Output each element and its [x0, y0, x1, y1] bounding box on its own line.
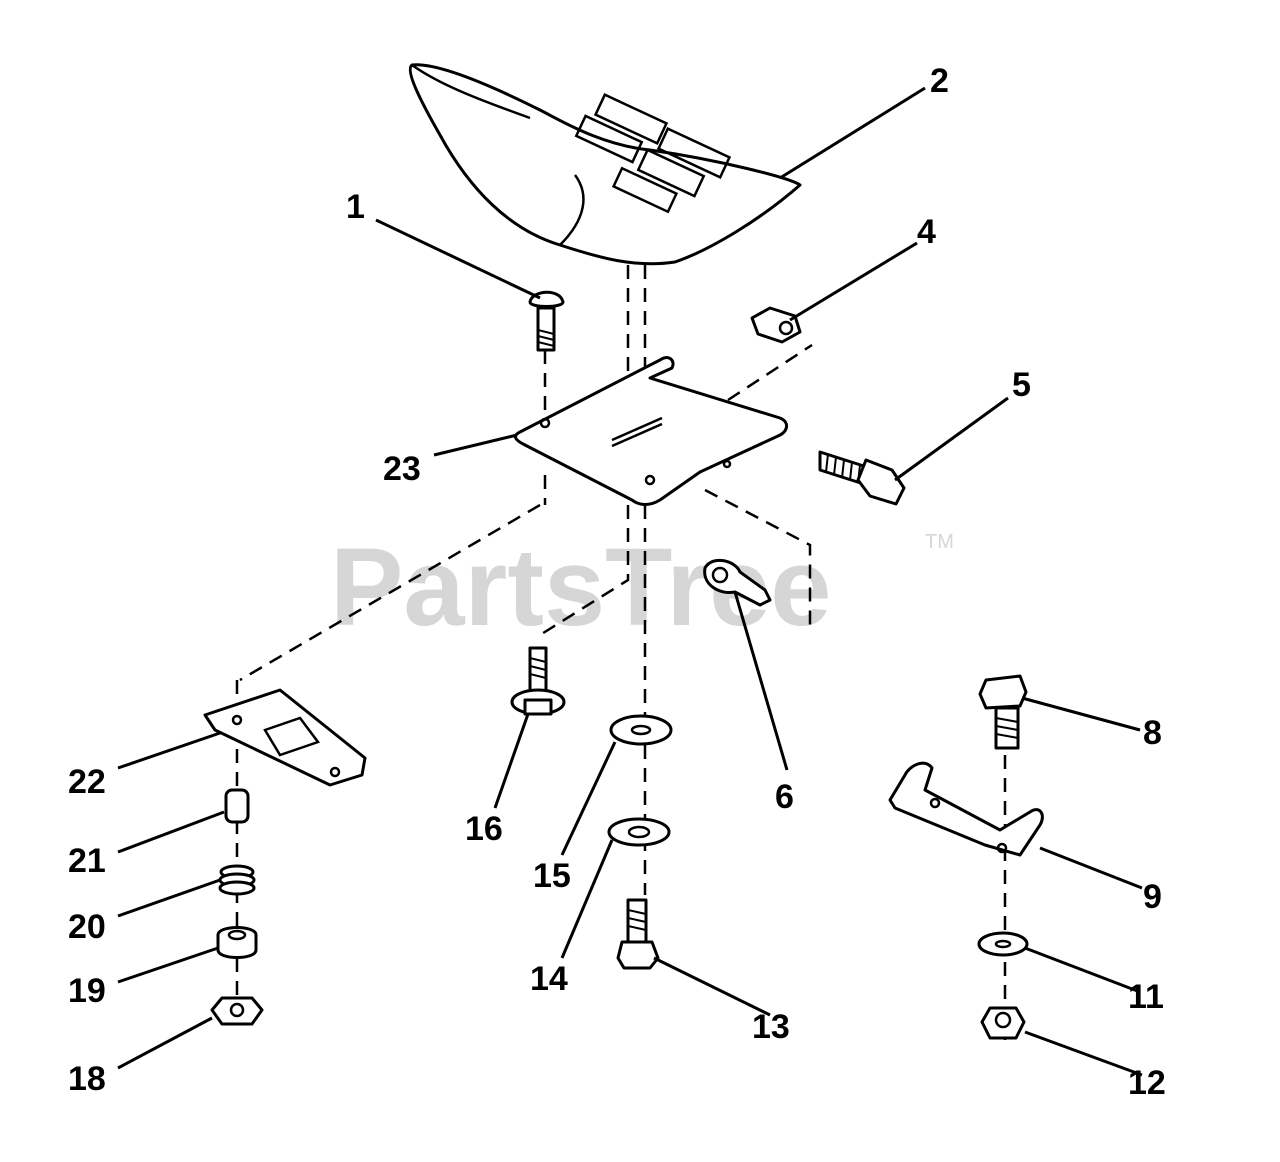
watermark: PartsTree TM [330, 526, 954, 649]
callout-4: 4 [917, 213, 936, 251]
callout-14: 14 [530, 960, 568, 998]
callout-16: 16 [465, 810, 503, 848]
part-shoulder-bolt [818, 450, 906, 506]
part-washer-11 [977, 931, 1029, 957]
part-lock-nut [980, 1006, 1026, 1040]
part-washer-14 [607, 817, 671, 847]
callout-12: 12 [1128, 1064, 1166, 1102]
callout-15: 15 [533, 857, 571, 895]
callout-19: 19 [68, 972, 106, 1010]
part-hex-nut [750, 306, 802, 344]
callout-1: 1 [346, 188, 365, 226]
part-pin [224, 788, 250, 824]
part-seat-pan [513, 356, 788, 506]
part-mounting-bracket [888, 761, 1044, 857]
part-flange-bolt [510, 646, 566, 716]
callout-18: 18 [68, 1060, 106, 1098]
callout-5: 5 [1012, 366, 1031, 404]
callout-9: 9 [1143, 878, 1162, 916]
callout-23: 23 [383, 450, 421, 488]
callout-8: 8 [1143, 714, 1162, 752]
part-hex-bolt-8 [978, 674, 1028, 750]
part-spacer [216, 926, 258, 959]
callout-11: 11 [1128, 978, 1164, 1016]
part-spring [218, 864, 256, 896]
part-washer-15 [609, 714, 673, 746]
callout-20: 20 [68, 908, 106, 946]
callout-6: 6 [775, 778, 794, 816]
callout-22: 22 [68, 763, 106, 801]
callout-13: 13 [752, 1008, 790, 1046]
callout-2: 2 [930, 62, 949, 100]
watermark-trademark: TM [925, 531, 954, 553]
leader-lines [117, 86, 1143, 1077]
part-seat [408, 63, 802, 266]
part-flange-nut [210, 996, 264, 1026]
callout-21: 21 [68, 842, 106, 880]
part-carriage-bolt [528, 290, 565, 352]
part-hex-bolt-13 [616, 898, 660, 970]
part-seat-bracket [203, 688, 367, 787]
part-cable-clip [703, 558, 772, 607]
callout-numbers: 1 2 4 5 6 8 9 11 12 13 14 15 16 18 19 20… [68, 62, 1166, 1102]
